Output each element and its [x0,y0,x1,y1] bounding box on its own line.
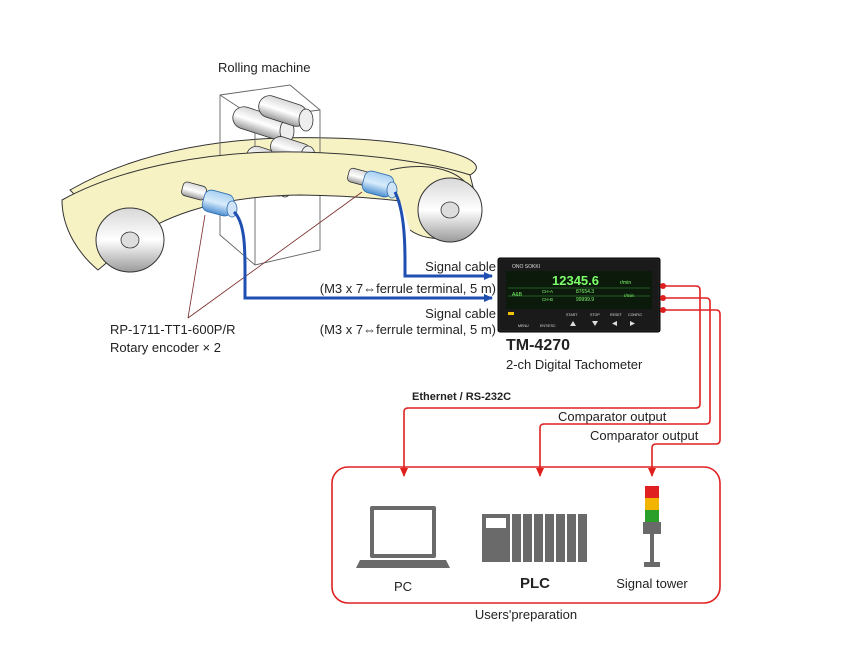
device-ch-b-label: CH-B [542,297,553,302]
device-sub-unit: r/min [624,293,634,298]
device-main-unit: r/min [620,280,631,286]
encoder-desc: Rotary encoder × 2 [110,340,221,355]
signal-cable-top-label: Signal cable [425,259,496,274]
users-preparation-box [331,466,721,604]
device-ch-a-label: CH-A [542,289,553,294]
machine-title: Rolling machine [218,60,311,75]
device-brand: ONO SOKKI [512,264,540,270]
plc-icon [482,514,587,562]
device-arrow-keys [570,321,635,326]
pc-label: PC [393,579,413,594]
signal-tower-icon [643,486,661,567]
signal-cable-top-spec: (M3 x 7⇔ferrule terminal, 5 m) [319,281,496,296]
ethernet-line [400,285,701,477]
comparator-label-2: Comparator output [590,428,699,443]
device-buttons: MENU ENT/ESC START STOP RESET CONFIG [518,313,642,328]
signal-cable-bottom [232,210,493,302]
plc-label: PLC [520,575,550,592]
device-ch-b-value: 99999.9 [576,297,594,303]
device-button-label: MENU [518,324,529,328]
device-button-label: ENT/ESC [540,324,556,328]
ethernet-label: Ethernet / RS-232C [412,391,512,403]
device-display [506,271,652,309]
device-ab-label: A&B [512,292,523,298]
left-drum [95,207,165,273]
pc-icon [356,506,450,568]
encoder-leader-lines [187,191,363,319]
encoder-model: RP-1711-TT1-600P/R [110,322,236,337]
signal-cable-top [393,191,493,280]
device-button-label: STOP [590,313,600,317]
device-main-value: 12345.6 [552,273,599,288]
comparator-line-1 [536,297,711,477]
device-led [508,312,514,315]
output-lines [400,285,721,477]
device-button-label: RESET [610,313,623,317]
signal-cable-bottom-spec: (M3 x 7⇔ferrule terminal, 5 m) [319,322,496,337]
signal-cable-bottom-label: Signal cable [425,306,496,321]
tachometer-model: TM-4270 [506,337,571,354]
signal-tower-label: Signal tower [616,576,688,591]
device-button-label: START [566,313,578,317]
device-ch-a-value: 87654.3 [576,289,594,295]
tm-4270-device: ONO SOKKI 12345.6 r/min A&B CH-A 87654.3… [497,257,661,333]
signal-cables [232,191,493,302]
rolling-machine-illustration [61,84,483,273]
comparator-label-1: Comparator output [558,409,667,424]
comparator-line-2 [648,309,721,477]
right-drum [389,165,483,243]
device-button-label: CONFIG [628,313,642,317]
tachometer-desc: 2-ch Digital Tachometer [506,357,643,372]
users-preparation-caption: Users'preparation [474,607,578,622]
